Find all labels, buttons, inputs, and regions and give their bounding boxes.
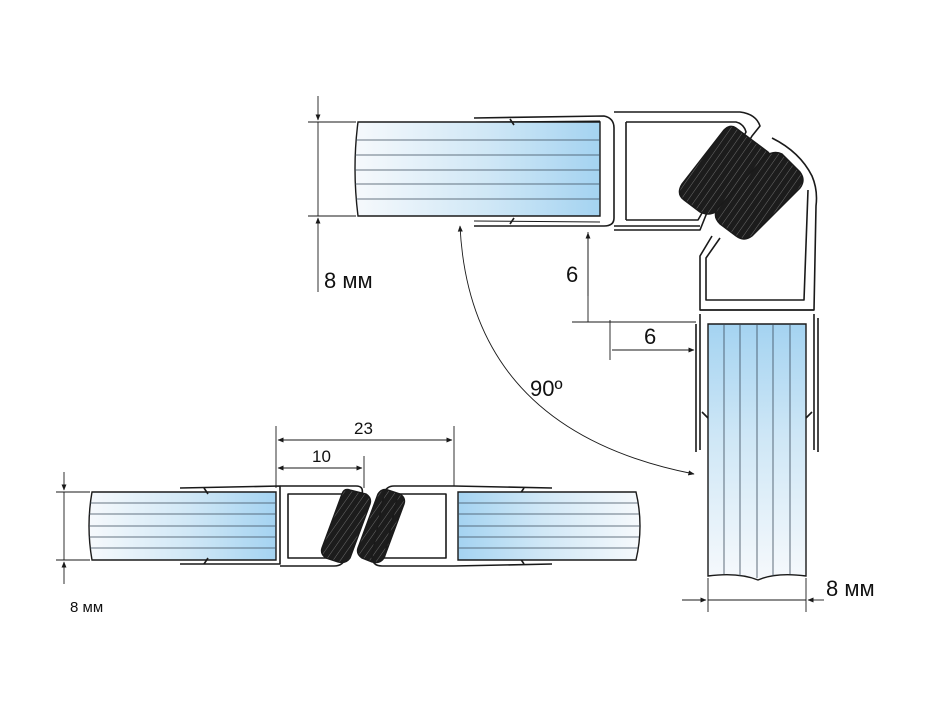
top-thickness-dimension: 8 мм (308, 96, 373, 293)
magnet-strip (320, 488, 372, 564)
corner-assembly: 8 мм 6 6 90º 8 мм (308, 96, 875, 612)
angle-arc: 90º (457, 225, 695, 476)
right-thickness-dimension: 8 мм (682, 576, 875, 612)
inner-width-label: 10 (312, 447, 331, 466)
overall-width-dimension: 23 (275, 419, 455, 488)
straight-assembly: 23 10 8 мм (56, 419, 641, 616)
horizontal-gap-dimension: 6 (609, 320, 695, 360)
gap-horizontal-label: 6 (644, 324, 656, 349)
vertical-gap-dimension: 6 (566, 232, 696, 323)
inner-width-dimension: 10 (277, 447, 365, 488)
right-straight-glass-panel (457, 491, 641, 561)
gap-vertical-label: 6 (566, 262, 578, 287)
right-glass-panel (707, 323, 807, 581)
angle-label: 90º (530, 376, 563, 401)
bottom-thickness-label: 8 мм (70, 599, 103, 616)
magnet-strip (714, 151, 804, 240)
magnet-strip (356, 488, 406, 564)
top-thickness-label: 8 мм (324, 268, 373, 293)
right-straight-seal-profile (371, 485, 553, 567)
right-seal-profile (695, 137, 819, 452)
top-glass-panel (354, 121, 601, 217)
bottom-thickness-dimension: 8 мм (56, 472, 103, 616)
left-glass-panel (88, 491, 277, 561)
right-thickness-label: 8 мм (826, 576, 875, 601)
overall-width-label: 23 (354, 419, 373, 438)
